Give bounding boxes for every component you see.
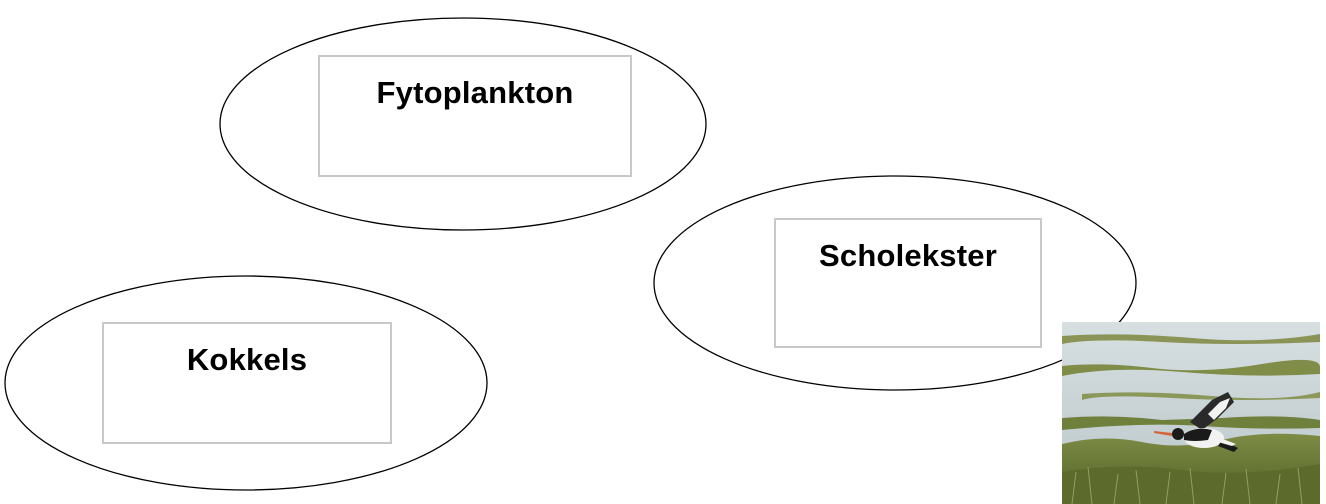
ellipse-fytoplankton: [219, 17, 707, 231]
oystercatcher-photo: [1062, 322, 1320, 504]
ellipse-scholekster: [653, 175, 1137, 391]
node-label-kokkels: Kokkels: [186, 342, 308, 377]
oystercatcher-bird: [1154, 392, 1238, 452]
node-label-fytoplankton: Fytoplankton: [376, 75, 574, 110]
node-box-scholekster: Scholekster: [774, 218, 1042, 348]
ellipse-kokkels: [4, 275, 488, 491]
oystercatcher-image: [1062, 322, 1320, 504]
node-box-fytoplankton: Fytoplankton: [318, 55, 632, 177]
node-label-scholekster: Scholekster: [819, 238, 997, 273]
node-box-kokkels: Kokkels: [102, 322, 392, 444]
